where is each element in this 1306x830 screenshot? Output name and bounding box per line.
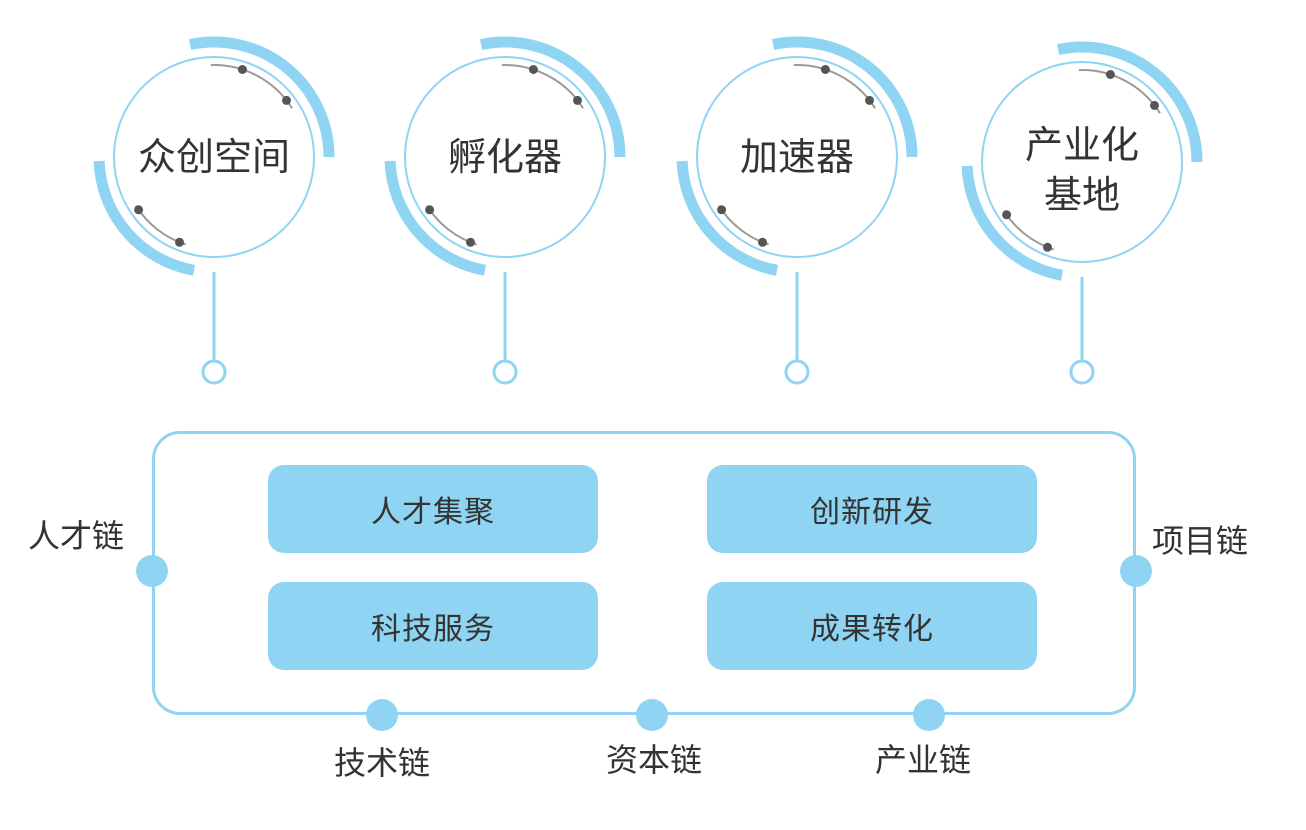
node-project-chain — [1120, 555, 1152, 587]
inner-arc-top — [501, 64, 584, 109]
ring-dot — [1002, 210, 1012, 220]
node-capital-chain — [636, 699, 668, 731]
stage-label-3: 加速器 — [739, 135, 854, 179]
stage-connector-node — [492, 359, 518, 385]
ring-arc-top — [188, 36, 335, 158]
core-item-talent-gathering: 人才集聚 — [268, 465, 598, 553]
stage-connector-node — [201, 359, 227, 385]
ring-arc-top — [771, 36, 918, 158]
ring-dot — [528, 65, 538, 74]
ring-dot — [1043, 242, 1052, 252]
ring-dot — [1150, 100, 1159, 110]
core-item-innovation-rd: 创新研发 — [707, 465, 1037, 553]
ring-dot — [175, 237, 184, 247]
ring-dot — [573, 95, 582, 105]
ring-dot — [820, 65, 830, 74]
stage-connector-node — [784, 359, 810, 385]
node-technology-chain — [366, 699, 398, 731]
ring-dot — [1105, 70, 1115, 79]
ring-thin — [113, 56, 315, 258]
chain-label-capital: 资本链 — [606, 741, 703, 779]
ring-arc-bottom — [961, 165, 1064, 281]
chain-label-talent: 人才链 — [28, 517, 125, 555]
node-talent-chain — [136, 555, 168, 587]
core-item-tech-services: 科技服务 — [268, 582, 598, 670]
chain-label-industry: 产业链 — [875, 741, 972, 779]
inner-arc-top — [210, 64, 293, 109]
ring-dot — [425, 205, 435, 215]
stage-label-4: 产业化 基地 — [1024, 123, 1139, 217]
ring-dot — [134, 205, 144, 215]
chain-label-project: 项目链 — [1152, 522, 1249, 560]
ring-dot — [865, 95, 874, 105]
ring-arc-top — [1056, 41, 1203, 163]
ring-arc-top — [479, 36, 626, 158]
stage-ring-3 — [676, 36, 918, 385]
stage-label-1: 众创空间 — [137, 135, 290, 179]
ring-dot — [758, 237, 767, 247]
node-industry-chain — [913, 699, 945, 731]
ring-arc-bottom — [384, 160, 487, 276]
inner-arc-top — [793, 64, 876, 109]
ring-dot — [466, 237, 475, 247]
inner-arc-top — [1078, 69, 1161, 114]
chain-label-technology: 技术链 — [334, 744, 431, 782]
core-item-achievement-transfer: 成果转化 — [707, 582, 1037, 670]
stage-ring-2 — [384, 36, 626, 385]
ring-thin — [404, 56, 606, 258]
ring-thin — [981, 61, 1183, 263]
stage-label-2: 孵化器 — [447, 135, 562, 179]
stage-ring-1 — [93, 36, 335, 385]
ring-dot — [237, 65, 247, 74]
ring-dot — [717, 205, 727, 215]
ring-thin — [696, 56, 898, 258]
stage-connector-node — [1069, 359, 1095, 385]
ring-arc-bottom — [93, 160, 196, 276]
ring-arc-bottom — [676, 160, 779, 276]
stage-ring-4 — [961, 41, 1203, 385]
ring-dot — [282, 95, 291, 105]
